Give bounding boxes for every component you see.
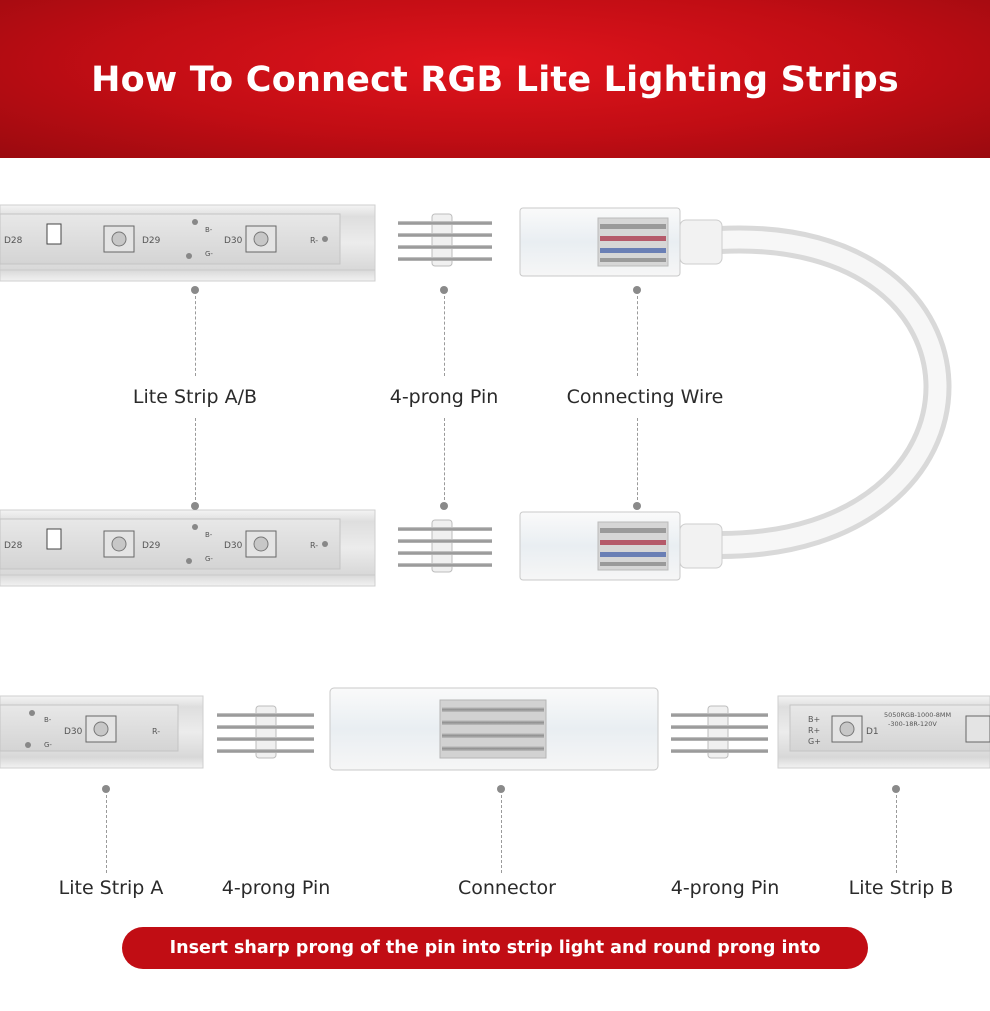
leader-line-strip-top bbox=[195, 296, 196, 376]
leader-line-strip-b bbox=[896, 795, 897, 873]
label-lite-strip-ab: Lite Strip A/B bbox=[132, 386, 258, 408]
leader-dot-strip-top bbox=[191, 286, 199, 294]
mark-d28: D28 bbox=[4, 236, 23, 246]
mark-g-minus: G- bbox=[205, 250, 213, 258]
leader-line-wire-bottom bbox=[637, 418, 638, 500]
mark-b-minus: B- bbox=[205, 531, 213, 539]
strip-b-top-marks: D28 D29 D30 B- G- R- bbox=[4, 531, 318, 563]
lite-strip-b-top bbox=[0, 509, 376, 587]
lite-strip-b-bottom bbox=[777, 695, 990, 769]
leader-dot-pin-top bbox=[440, 286, 448, 294]
mark-b-minus: B- bbox=[44, 716, 52, 724]
mark-g-minus: G- bbox=[205, 555, 213, 563]
leader-dot-wire-bottom bbox=[633, 502, 641, 510]
label-connector: Connector bbox=[458, 877, 556, 899]
mark-r-minus: R- bbox=[310, 541, 318, 550]
connection-illustration: D28 D29 D30 B- G- R- D28 D29 D30 B- G- R… bbox=[0, 204, 990, 771]
mark-d30: D30 bbox=[224, 236, 243, 246]
mark-spec: -300-18R-120V bbox=[888, 720, 937, 728]
leader-line-strip-a bbox=[106, 795, 107, 873]
label-connecting-wire: Connecting Wire bbox=[566, 386, 724, 408]
connecting-wire bbox=[519, 207, 952, 581]
label-four-prong-pin-left: 4-prong Pin bbox=[221, 877, 331, 899]
header-banner: How To Connect RGB Lite Lighting Strips bbox=[0, 0, 990, 158]
mark-r-minus: R- bbox=[152, 727, 160, 736]
leader-dot-strip-b bbox=[892, 785, 900, 793]
connector bbox=[329, 687, 659, 771]
lite-strip-a-top bbox=[0, 204, 376, 282]
mark-r-minus: R- bbox=[310, 236, 318, 245]
mark-g-plus: G+ bbox=[808, 737, 821, 746]
leader-dot-connector bbox=[497, 785, 505, 793]
leader-line-wire-top bbox=[637, 296, 638, 376]
mark-g-minus: G- bbox=[44, 741, 52, 749]
leader-dot-strip-a bbox=[102, 785, 110, 793]
label-lite-strip-b: Lite Strip B bbox=[848, 877, 954, 899]
mark-d1: D1 bbox=[866, 727, 879, 737]
mark-d28: D28 bbox=[4, 541, 23, 551]
four-prong-pin-bottom-left bbox=[217, 705, 314, 759]
leader-line-pin-top bbox=[444, 296, 445, 376]
lite-strip-a-bottom bbox=[0, 695, 204, 769]
strip-b-bottom-marks: B+ R+ G+ D1 5050RGB-1000-8MM -300-18R-12… bbox=[808, 711, 951, 746]
mark-r-plus: R+ bbox=[808, 726, 820, 735]
leader-line-pin-bottom bbox=[444, 418, 445, 500]
label-four-prong-pin-top: 4-prong Pin bbox=[389, 386, 499, 408]
four-prong-pin-top-1 bbox=[398, 213, 492, 267]
four-prong-pin-bottom-right bbox=[671, 705, 768, 759]
mark-model: 5050RGB-1000-8MM bbox=[884, 711, 951, 719]
leader-dot-pin-bottom bbox=[440, 502, 448, 510]
strip-a-top-marks: D28 D29 D30 B- G- R- bbox=[4, 226, 318, 258]
label-lite-strip-a: Lite Strip A bbox=[58, 877, 164, 899]
leader-dot-strip-bottom bbox=[191, 502, 199, 510]
mark-b-minus: B- bbox=[205, 226, 213, 234]
mark-d29: D29 bbox=[142, 236, 161, 246]
leader-line-connector bbox=[501, 795, 502, 873]
mark-b-plus: B+ bbox=[808, 715, 820, 724]
four-prong-pin-top-2 bbox=[398, 519, 492, 573]
leader-dot-wire-top bbox=[633, 286, 641, 294]
leader-line-strip-bottom bbox=[195, 418, 196, 500]
strip-a-bottom-marks: B- G- D30 R- bbox=[44, 716, 160, 749]
footer-note: Insert sharp prong of the pin into strip… bbox=[122, 927, 868, 1000]
page-title: How To Connect RGB Lite Lighting Strips bbox=[91, 60, 899, 100]
mark-d30: D30 bbox=[64, 727, 83, 737]
mark-d30: D30 bbox=[224, 541, 243, 551]
label-four-prong-pin-right: 4-prong Pin bbox=[670, 877, 780, 899]
mark-d29: D29 bbox=[142, 541, 161, 551]
